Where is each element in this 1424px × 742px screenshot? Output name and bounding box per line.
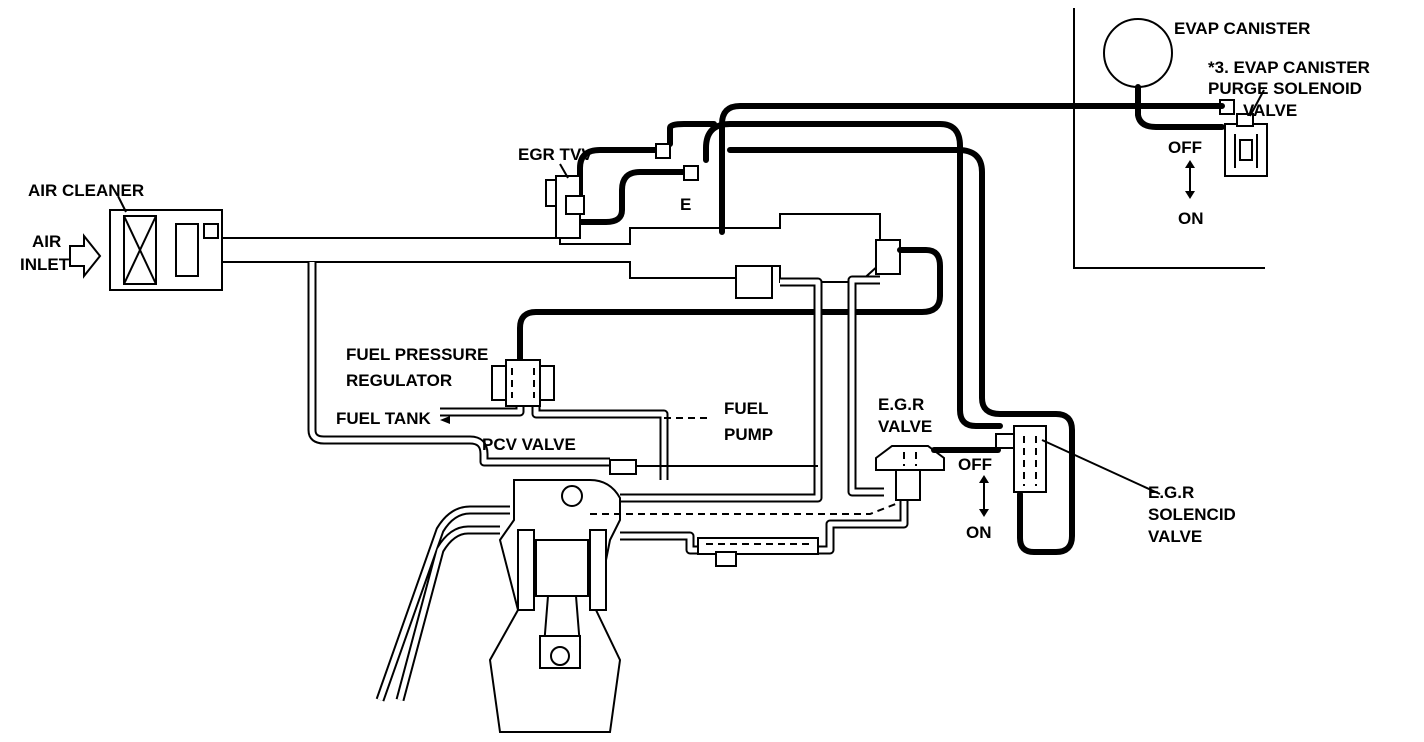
egr-solenoid-label-1: E.G.R (1148, 483, 1194, 502)
regulator-vacuum-hose (517, 247, 943, 363)
crankcase-vent-line (590, 499, 907, 515)
egr-valve-label-2: VALVE (878, 417, 932, 436)
intake-plenum-chamber (875, 239, 901, 275)
fuel-pump-label-1: FUEL (724, 399, 768, 418)
egr-tvv (545, 175, 585, 239)
double-arrow-vertical-icon (1185, 160, 1195, 199)
tvv-tee-fitting-1 (655, 143, 671, 159)
exhaust-manifold (375, 505, 510, 702)
egr-solenoid-label-2: SOLENCID (1148, 505, 1236, 524)
pcv-valve (609, 459, 637, 475)
purge-valve-label-2: PURGE SOLENOID (1208, 79, 1362, 98)
piston (535, 539, 589, 597)
purge-on-label: ON (1178, 209, 1204, 228)
evap-inset-frame (1073, 8, 1265, 269)
double-arrow-vertical-icon (979, 475, 989, 517)
tvv-upper-hose (577, 147, 663, 199)
egr-tvv-pointer (559, 163, 569, 179)
egr-off-label: OFF (958, 455, 992, 474)
tvv-lower-hose (567, 169, 693, 225)
canister-outlet-hose (1135, 84, 1225, 130)
fuel-pump-label-2: PUMP (724, 425, 773, 444)
pcv-breather-pipe-inner (309, 262, 610, 465)
evap-canister (1103, 18, 1173, 88)
tvv-crossover-hose (667, 121, 717, 147)
egr-solenoid-label-3: VALVE (1148, 527, 1202, 546)
e-marker-label: E (680, 195, 691, 214)
throttle-body (735, 265, 773, 299)
oil-pan (697, 537, 819, 567)
fuel-tank-label: FUEL TANK (336, 409, 431, 428)
crankshaft (550, 646, 570, 666)
purge-valve-label-3: VALVE (1243, 101, 1297, 120)
purge-solenoid-valve (1219, 99, 1268, 177)
fuel-pressure-label-1: FUEL PRESSURE (346, 345, 488, 364)
vacuum-pipe-center-inner (620, 279, 821, 501)
fuel-pressure-regulator (491, 359, 555, 407)
exhaust-manifold-inner (377, 507, 510, 701)
egr-valve (875, 445, 945, 501)
egr-vacuum-hose-outer (703, 121, 1003, 429)
camshaft (561, 485, 583, 507)
fuel-pressure-label-2: REGULATOR (346, 371, 452, 390)
purge-off-label: OFF (1168, 138, 1202, 157)
egr-solenoid-pointer (1041, 439, 1161, 495)
air-inlet-label-2: INLET (20, 255, 70, 274)
purge-valve-pointer (1249, 89, 1265, 117)
purge-valve-label-1: *3. EVAP CANISTER (1208, 58, 1370, 77)
cylinder-wall-right (589, 529, 607, 611)
air-cleaner-pointer (117, 195, 127, 213)
vacuum-pipe-right-inner (849, 277, 884, 495)
air-cleaner (109, 209, 223, 291)
air-cleaner-label: AIR CLEANER (28, 181, 144, 200)
egr-vacuum-hose-return (727, 147, 1075, 555)
egr-tvv-label: EGR TVV (518, 145, 593, 164)
evap-canister-label: EVAP CANISTER (1174, 19, 1310, 38)
air-inlet-label-1: AIR (32, 232, 61, 251)
fuel-tank-direction-arrow (440, 416, 450, 424)
pcv-valve-label: PCV VALVE (482, 435, 576, 454)
egr-on-label: ON (966, 523, 992, 542)
arrow-right-icon (69, 233, 102, 279)
tvv-tee-fitting-2 (683, 165, 699, 181)
egr-solenoid-valve (995, 425, 1047, 493)
intake-air-duct (222, 213, 881, 283)
cylinder-wall-left (517, 529, 535, 611)
egr-valve-label-1: E.G.R (878, 395, 924, 414)
intake-runner-line-inner (620, 498, 907, 553)
